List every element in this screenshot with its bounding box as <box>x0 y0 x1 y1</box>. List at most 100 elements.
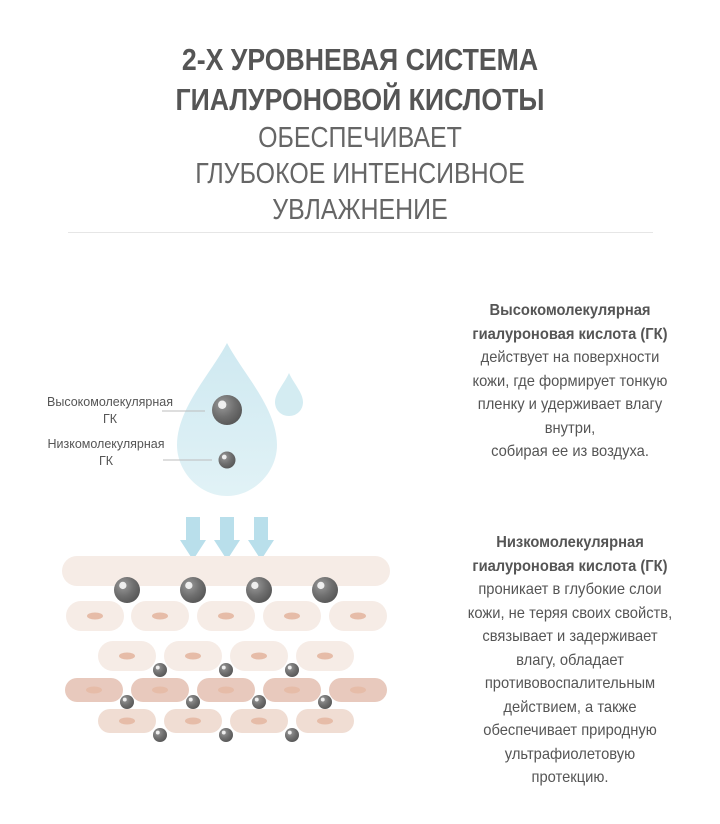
molecule-low-6 <box>252 695 266 709</box>
molecule-low-1-highlight <box>155 665 160 670</box>
molecule-high-in-drop-highlight <box>218 400 227 409</box>
molecule-high-in-drop-body <box>212 395 242 425</box>
molecule-low-10 <box>285 728 299 742</box>
low-heading-line-2: гиалуроновая кислота (ГК) <box>472 557 668 575</box>
label-low-line-1: Низкомолекулярная <box>47 437 165 451</box>
skin-cell-r2-2-nucleus <box>185 652 201 660</box>
skin-cell-r4-4-nucleus <box>317 717 333 725</box>
label-low-molecular: Низкомолекулярная ГК <box>40 436 172 470</box>
molecule-high-in-drop <box>212 395 242 425</box>
skin-cell-r3-1-nucleus <box>86 686 102 694</box>
down-arrow-3 <box>248 517 274 560</box>
low-text-line-4: влагу, обладает <box>516 651 624 669</box>
molecule-high-3 <box>246 577 272 603</box>
high-text-line-2: кожи, где формирует тонкую <box>472 372 668 390</box>
small-water-drop <box>275 373 303 416</box>
skin-cell-r4-3-nucleus <box>251 717 267 725</box>
molecule-high-4-body <box>312 577 338 603</box>
molecule-low-3-highlight <box>287 665 292 670</box>
skin-cell-r4-1-nucleus <box>119 717 135 725</box>
high-text-line-1: действует на поверхности <box>480 349 660 366</box>
molecule-low-8 <box>153 728 167 742</box>
header: 2-Х УРОВНЕВАЯ СИСТЕМА ГИАЛУРОНОВОЙ КИСЛО… <box>0 40 720 228</box>
low-heading-line-1: Низкомолекулярная <box>496 534 644 551</box>
title-line-2: ГИАЛУРОНОВОЙ КИСЛОТЫ <box>175 82 545 117</box>
subtitle-line-3: УВЛАЖНЕНИЕ <box>272 194 448 226</box>
molecule-low-2-highlight <box>221 665 226 670</box>
molecule-low-4-body <box>120 695 134 709</box>
molecule-low-7-highlight <box>320 697 325 702</box>
low-text-line-2: кожи, не теряя своих свойств, <box>467 604 673 622</box>
hyaluronic-molecules <box>114 395 338 742</box>
low-text-line-8: ультрафиолетовую <box>504 745 636 763</box>
molecule-high-3-body <box>246 577 272 603</box>
high-text-line-5: собирая ее из воздуха. <box>491 443 649 460</box>
skin-cell-r2-1-nucleus <box>119 652 135 660</box>
low-text-line-5: противовоспалительным <box>484 675 656 692</box>
skin-cell-r2-4-nucleus <box>317 652 333 660</box>
molecule-high-4-highlight <box>317 581 325 590</box>
molecule-low-6-body <box>252 695 266 709</box>
skin-cell-r1-4-nucleus <box>284 612 300 620</box>
skin-cells <box>62 556 390 733</box>
molecule-low-9-body <box>219 728 233 742</box>
low-text-line-7: обеспечивает природную <box>483 722 657 739</box>
molecule-low-8-highlight <box>155 730 160 735</box>
molecule-low-5 <box>186 695 200 709</box>
molecule-high-1 <box>114 577 140 603</box>
skin-cell-r3-3-nucleus <box>218 686 234 694</box>
molecule-low-4-highlight <box>122 697 127 702</box>
low-text-line-9: протекцию. <box>531 769 609 786</box>
skin-cell-r1-3-nucleus <box>218 612 234 620</box>
molecule-low-7-body <box>318 695 332 709</box>
down-arrows <box>180 517 274 560</box>
molecule-low-2-body <box>219 663 233 677</box>
molecule-high-2-highlight <box>185 581 193 590</box>
skin-cell-r1-2-nucleus <box>152 612 168 620</box>
skin-cell-r3-2-nucleus <box>152 686 168 694</box>
label-high-molecular: Высокомолекулярная ГК <box>40 394 180 428</box>
molecule-low-3 <box>285 663 299 677</box>
skin-cell-r4-2-nucleus <box>185 717 201 725</box>
molecule-low-in-drop-body <box>218 451 236 469</box>
label-leader-lines <box>162 410 212 461</box>
molecule-low-5-highlight <box>188 697 193 702</box>
high-heading-line-1: Высокомолекулярная <box>489 302 651 319</box>
high-text-line-4: внутри, <box>544 419 596 437</box>
low-molecular-description: Низкомолекулярная гиалуроновая кислота (… <box>420 531 720 790</box>
high-molecular-description: Высокомолекулярная гиалуроновая кислота … <box>420 299 720 464</box>
molecule-low-4 <box>120 695 134 709</box>
low-text-line-6: действием, а также <box>503 698 637 716</box>
molecule-low-9-highlight <box>221 730 226 735</box>
skin-cell-r3-5-nucleus <box>350 686 366 694</box>
low-text-line-3: связывает и задерживает <box>482 628 658 645</box>
molecule-high-1-highlight <box>119 581 127 590</box>
skin-cell-r1-1-nucleus <box>87 612 103 620</box>
molecule-low-1 <box>153 663 167 677</box>
label-high-line-1: Высокомолекулярная <box>47 395 173 409</box>
label-low-line-2: ГК <box>98 454 114 468</box>
molecule-low-7 <box>318 695 332 709</box>
header-divider <box>68 232 653 233</box>
molecule-high-1-body <box>114 577 140 603</box>
molecule-low-1-body <box>153 663 167 677</box>
skin-cell-r1-5-nucleus <box>350 612 366 620</box>
molecule-low-6-highlight <box>254 697 259 702</box>
molecule-low-9 <box>219 728 233 742</box>
molecule-low-10-highlight <box>287 730 292 735</box>
molecule-high-2-body <box>180 577 206 603</box>
molecule-low-5-body <box>186 695 200 709</box>
molecule-high-2 <box>180 577 206 603</box>
title-line-1: 2-Х УРОВНЕВАЯ СИСТЕМА <box>181 42 539 77</box>
molecule-low-in-drop-highlight <box>221 454 227 460</box>
high-text-line-3: пленку и удерживает влагу <box>477 396 663 413</box>
molecule-low-in-drop <box>218 451 236 469</box>
skin-surface-layer <box>62 556 390 586</box>
molecule-high-3-highlight <box>251 581 259 590</box>
label-high-line-2: ГК <box>102 412 118 426</box>
low-text-line-1: проникает в глубокие слои <box>478 581 662 598</box>
molecule-low-10-body <box>285 728 299 742</box>
molecule-low-3-body <box>285 663 299 677</box>
down-arrow-2 <box>214 517 240 560</box>
